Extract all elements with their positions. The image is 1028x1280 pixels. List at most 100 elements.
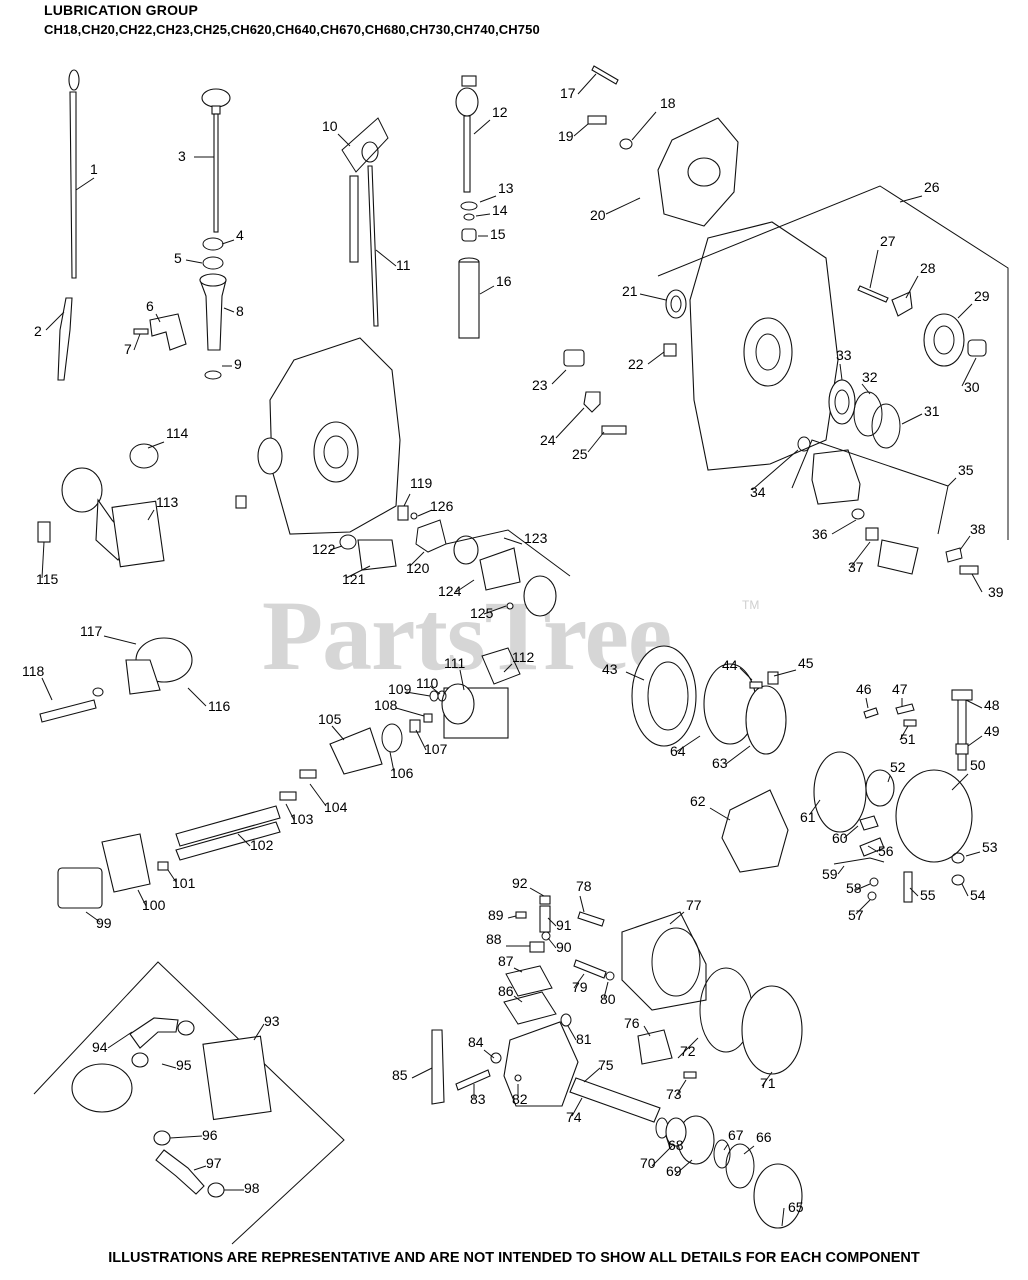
adapter-92[interactable]: [71, 1063, 133, 1113]
callout-16[interactable]: 16: [496, 273, 512, 289]
spring-45[interactable]: [767, 671, 779, 685]
callout-46[interactable]: 46: [856, 681, 872, 697]
fitting-98[interactable]: [157, 861, 169, 871]
callout-23[interactable]: 23: [532, 377, 548, 393]
clip-6[interactable]: [149, 313, 187, 351]
washer-38[interactable]: [945, 547, 963, 563]
washer-79[interactable]: [605, 971, 615, 981]
callout-92[interactable]: 92: [512, 875, 528, 891]
spring-116[interactable]: [397, 505, 409, 521]
callout-55[interactable]: 55: [920, 887, 936, 903]
crankcase-126[interactable]: [257, 337, 401, 535]
seal-21[interactable]: [665, 289, 687, 319]
dipstick-tube-8[interactable]: [199, 273, 227, 351]
callout-100[interactable]: 100: [142, 897, 166, 913]
spring-63[interactable]: [745, 685, 787, 755]
bracket-56[interactable]: [859, 837, 885, 857]
ring-32[interactable]: [853, 391, 883, 437]
cover-65[interactable]: [753, 1163, 803, 1229]
oil-cooler-108[interactable]: [441, 683, 509, 739]
callout-76[interactable]: 76: [624, 1015, 640, 1031]
ring-106[interactable]: [429, 690, 439, 702]
washer-18[interactable]: [619, 138, 633, 150]
callout-87[interactable]: 87: [498, 953, 514, 969]
housing-76[interactable]: [621, 911, 707, 1011]
callout-79[interactable]: 79: [572, 979, 588, 995]
callout-28[interactable]: 28: [920, 260, 936, 276]
callout-37[interactable]: 37: [848, 559, 864, 575]
plug-122[interactable]: [506, 602, 514, 610]
fitting-124[interactable]: [235, 495, 247, 509]
callout-36[interactable]: 36: [812, 526, 828, 542]
callout-123[interactable]: 123: [524, 530, 548, 546]
callout-105[interactable]: 105: [318, 711, 342, 727]
plate-86[interactable]: [505, 965, 553, 997]
callout-99[interactable]: 99: [96, 915, 112, 931]
callout-66[interactable]: 66: [756, 1129, 772, 1145]
plug-22[interactable]: [663, 343, 677, 357]
callout-15[interactable]: 15: [490, 226, 506, 242]
adapter-97[interactable]: [101, 833, 151, 893]
bearing-52[interactable]: [865, 769, 895, 807]
o-ring-119[interactable]: [339, 534, 357, 550]
pin-46[interactable]: [863, 707, 879, 719]
tube-125[interactable]: [349, 175, 359, 263]
callout-107[interactable]: 107: [424, 741, 448, 757]
callout-116[interactable]: 116: [208, 698, 231, 714]
callout-51[interactable]: 51: [900, 731, 916, 747]
callout-95[interactable]: 95: [176, 1057, 192, 1073]
pin-47[interactable]: [895, 703, 915, 715]
dipstick-3[interactable]: [201, 88, 231, 233]
callout-60[interactable]: 60: [832, 830, 848, 846]
callout-69[interactable]: 69: [666, 1163, 682, 1179]
callout-91[interactable]: 91: [556, 917, 572, 933]
nut-49[interactable]: [955, 743, 969, 755]
callout-106[interactable]: 106: [390, 765, 414, 781]
callout-90[interactable]: 90: [556, 939, 572, 955]
pin-72[interactable]: [683, 1071, 697, 1079]
pickup-37[interactable]: [865, 527, 919, 575]
cap-87[interactable]: [529, 941, 545, 953]
callout-2[interactable]: 2: [34, 323, 42, 339]
callout-97[interactable]: 97: [206, 1155, 222, 1171]
callout-98[interactable]: 98: [244, 1180, 260, 1196]
callout-85[interactable]: 85: [392, 1067, 408, 1083]
gasket-117[interactable]: [415, 519, 447, 553]
fitting-112[interactable]: [37, 521, 51, 543]
callout-38[interactable]: 38: [970, 521, 986, 537]
callout-13[interactable]: 13: [498, 180, 514, 196]
callout-104[interactable]: 104: [324, 799, 348, 815]
callout-75[interactable]: 75: [598, 1057, 614, 1073]
filter-adapter-113[interactable]: [125, 637, 193, 695]
o-ring-4[interactable]: [202, 237, 224, 251]
pin-44[interactable]: [749, 681, 763, 689]
gasket-31[interactable]: [871, 403, 901, 449]
callout-20[interactable]: 20: [590, 207, 606, 223]
lever-84[interactable]: [431, 1029, 445, 1105]
gasket-109[interactable]: [481, 647, 521, 685]
callout-62[interactable]: 62: [690, 793, 706, 809]
callout-39[interactable]: 39: [988, 584, 1004, 600]
fork-75[interactable]: [637, 1029, 673, 1065]
callout-9[interactable]: 9: [234, 356, 242, 372]
tube-16[interactable]: [458, 257, 480, 339]
callout-29[interactable]: 29: [974, 288, 990, 304]
bolt-77[interactable]: [577, 911, 605, 927]
plate-20[interactable]: [657, 117, 739, 227]
oil-pump-35[interactable]: [811, 449, 861, 505]
callout-6[interactable]: 6: [146, 298, 154, 314]
callout-30[interactable]: 30: [964, 379, 980, 395]
callout-24[interactable]: 24: [540, 432, 556, 448]
gasket-111[interactable]: [129, 443, 159, 469]
clamp-94c[interactable]: [153, 1130, 171, 1146]
callout-115[interactable]: 115: [36, 571, 59, 587]
screw-19[interactable]: [587, 115, 607, 125]
plate-61[interactable]: [813, 751, 867, 833]
callout-120[interactable]: 120: [406, 560, 430, 576]
callout-81[interactable]: 81: [576, 1031, 592, 1047]
callout-102[interactable]: 102: [250, 837, 274, 853]
callout-72[interactable]: 72: [680, 1043, 696, 1059]
sensor-23[interactable]: [563, 349, 585, 367]
washer-58[interactable]: [869, 877, 879, 887]
callout-54[interactable]: 54: [970, 887, 986, 903]
